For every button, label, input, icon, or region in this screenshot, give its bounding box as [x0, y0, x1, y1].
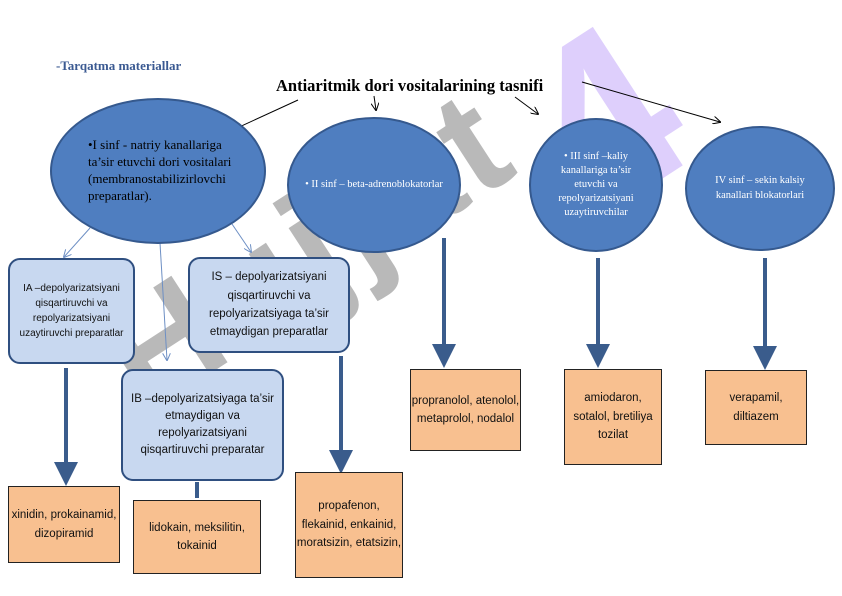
arrow-class1-ia: [64, 227, 91, 257]
arrow-title-class2: [374, 95, 376, 110]
drugs-is-text: propafenon, flekainid, enkainid, moratsi…: [296, 500, 402, 550]
diagram-title: Antiaritmik dori vositalarining tasnifi: [276, 76, 544, 95]
drugs-class3-text: amiodaron, sotalol, bretiliya tozilat: [573, 392, 653, 442]
subclass-is-text: IS – depolyarizatsiyani qisqartiruvchi v…: [209, 271, 329, 339]
subclass-is-node: IS – depolyarizatsiyani qisqartiruvchi v…: [188, 257, 350, 353]
subclass-ia-text: IA –depolyarizatsiyani qisqartiruvchi va…: [19, 283, 124, 339]
subclass-ib-text: IB –depolyarizatsiyaga ta’sir etmaydigan…: [131, 392, 274, 457]
class2-node: • II sinf – beta-adrenoblokatorlar: [287, 117, 461, 253]
drugs-ia-text: xinidin, prokainamid, dizopiramid: [11, 509, 117, 540]
class4-text: IV sinf – sekin kalsiy kanallari blokato…: [715, 175, 805, 201]
class1-node: •I sinf - natriy kanallariga ta’sir etuv…: [50, 98, 266, 244]
arrow-title-class4: [581, 81, 720, 122]
drugs-class2-text: propranolol, atenolol, metaprolol, nodal…: [411, 394, 520, 425]
class1-text: •I sinf - natriy kanallariga ta’sir etuv…: [88, 137, 232, 203]
drugs-class4-text: verapamil, diltiazem: [729, 392, 783, 423]
drugs-class3-box: amiodaron, sotalol, bretiliya tozilat: [564, 369, 662, 465]
subclass-ib-node: IB –depolyarizatsiyaga ta’sir etmaydigan…: [121, 369, 284, 481]
class2-text: • II sinf – beta-adrenoblokatorlar: [305, 178, 443, 190]
drugs-class4-box: verapamil, diltiazem: [705, 370, 807, 445]
arrow-title-class3: [514, 96, 538, 114]
section-label: -Tarqatma materiallar: [56, 58, 182, 73]
class3-node: • III sinf –kaliy kanallariga ta’sir etu…: [529, 118, 663, 252]
drugs-ia-box: xinidin, prokainamid, dizopiramid: [8, 486, 120, 563]
arrow-class1-is: [231, 223, 251, 252]
class3-text: • III sinf –kaliy kanallariga ta’sir etu…: [558, 150, 634, 219]
arrow-class1-ib: [159, 242, 167, 360]
subclass-ia-node: IA –depolyarizatsiyani qisqartiruvchi va…: [8, 258, 135, 364]
drugs-is-box: propafenon, flekainid, enkainid, moratsi…: [295, 472, 403, 578]
drugs-class2-box: propranolol, atenolol, metaprolol, nodal…: [410, 369, 521, 451]
drugs-ib-text: lidokain, meksilitin, tokainid: [149, 521, 245, 552]
drugs-ib-box: lidokain, meksilitin, tokainid: [133, 500, 261, 574]
class4-node: IV sinf – sekin kalsiy kanallari blokato…: [685, 126, 835, 251]
